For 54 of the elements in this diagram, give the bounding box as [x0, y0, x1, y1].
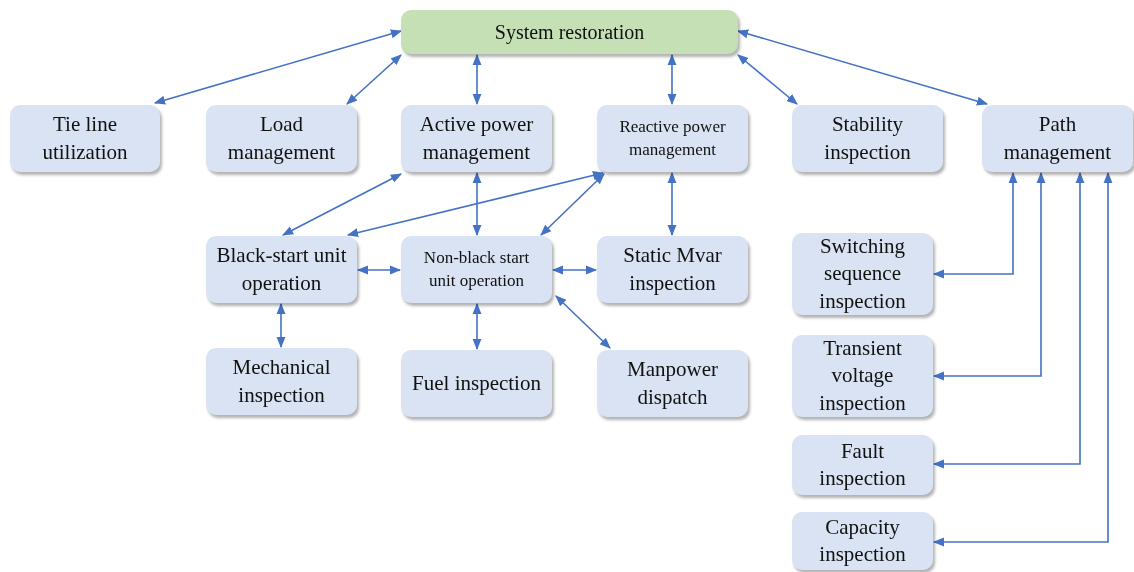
arrow [346, 171, 605, 237]
arrow [932, 171, 1046, 381]
node-label: Fuel inspection [412, 369, 541, 397]
arrow [153, 29, 403, 105]
process-box [792, 233, 933, 315]
node-label: Fault inspection [818, 437, 907, 492]
process-box [597, 350, 748, 417]
process-box [401, 236, 552, 303]
arrow [276, 302, 286, 349]
arrow [356, 265, 402, 275]
node-label: Active power management [418, 111, 535, 166]
arrow [932, 171, 1085, 469]
process-box [792, 105, 943, 172]
arrow [932, 171, 1018, 279]
process-box [792, 435, 933, 495]
arrow [551, 265, 598, 275]
arrow [472, 53, 482, 106]
node-label: Tie line utilization [41, 111, 129, 166]
node-label: Black-start unit operation [215, 242, 348, 297]
process-box [206, 348, 357, 415]
node-label: Manpower dispatch [626, 356, 719, 411]
arrow [472, 171, 482, 237]
root-process-box [401, 10, 738, 54]
arrow [555, 295, 611, 349]
node-label: Switching sequence inspection [818, 233, 907, 315]
node-label: Static Mvar inspection [622, 242, 723, 297]
node-label: Non-black start unit operation [422, 247, 531, 292]
process-box [597, 105, 748, 172]
arrow [736, 29, 989, 106]
node-label: System restoration [494, 20, 645, 45]
arrow [282, 173, 402, 236]
process-box [401, 105, 552, 172]
process-box [597, 236, 748, 303]
process-box [10, 105, 160, 172]
process-box [206, 236, 357, 303]
arrow [346, 54, 402, 105]
arrow [540, 173, 605, 236]
node-label: Stability inspection [823, 111, 912, 166]
process-box [982, 105, 1133, 172]
arrow [667, 171, 677, 237]
arrow [737, 54, 798, 105]
node-label: Capacity inspection [818, 513, 907, 568]
node-label: Mechanical inspection [231, 354, 332, 409]
node-label: Transient voltage inspection [818, 335, 907, 417]
process-box [792, 512, 933, 570]
arrow [472, 302, 482, 351]
process-box [206, 105, 357, 172]
process-box [792, 335, 933, 417]
arrow [932, 171, 1113, 547]
node-label: Path management [1002, 111, 1113, 166]
node-label: Load management [226, 111, 337, 166]
process-box [401, 350, 552, 417]
node-label: Reactive power management [618, 116, 727, 161]
arrow [667, 53, 677, 106]
